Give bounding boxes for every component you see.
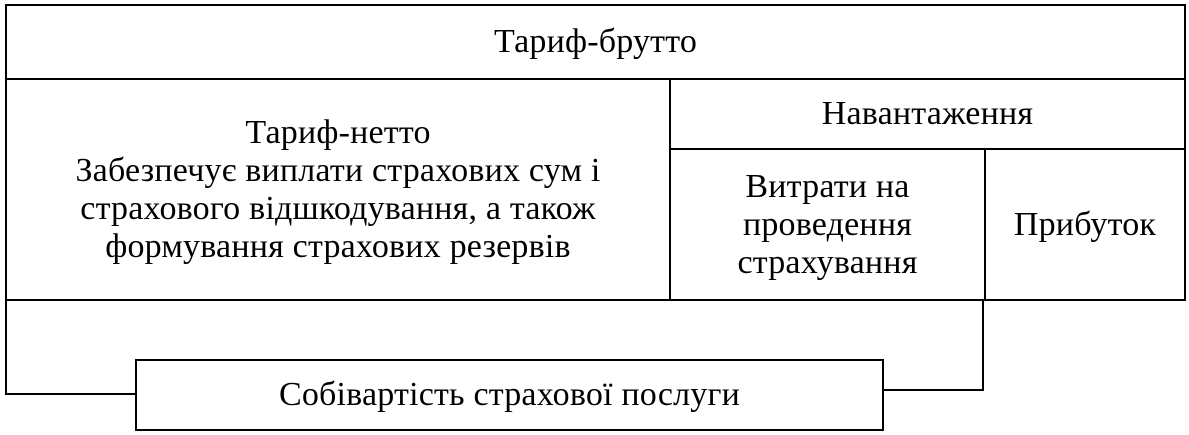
cost-box: Собівартість страхової послуги [135,359,884,431]
profit-label: Прибуток [1013,205,1157,243]
bracket-right-horizontal [882,389,984,391]
loading-box: Навантаження [669,78,1186,150]
expenses-text: Витрати на проведення страхування [737,168,917,282]
bracket-right-vertical [982,299,984,391]
expenses-line: Витрати на [745,167,910,205]
tariff-net-line: формування страхових резервів [105,227,571,265]
expenses-box: Витрати на проведення страхування [669,148,986,301]
bracket-left-horizontal [5,393,137,395]
tariff-gross-box: Тариф-брутто [5,4,1186,80]
expenses-line: проведення [742,205,913,243]
tariff-net-line: страхового відшкодування, а також [80,189,596,227]
bracket-left-vertical [5,299,7,395]
tariff-net-text: Тариф-нетто Забезпечує виплати страхових… [75,114,600,266]
expenses-line: страхування [737,243,918,281]
loading-label: Навантаження [821,95,1034,132]
profit-box: Прибуток [984,148,1186,301]
tariff-gross-label: Тариф-брутто [493,23,698,60]
cost-label: Собівартість страхової послуги [278,376,741,413]
tariff-net-box: Тариф-нетто Забезпечує виплати страхових… [5,78,671,301]
tariff-net-title: Тариф-нетто [245,113,431,151]
tariff-net-line: Забезпечує виплати страхових сум і [75,151,601,189]
